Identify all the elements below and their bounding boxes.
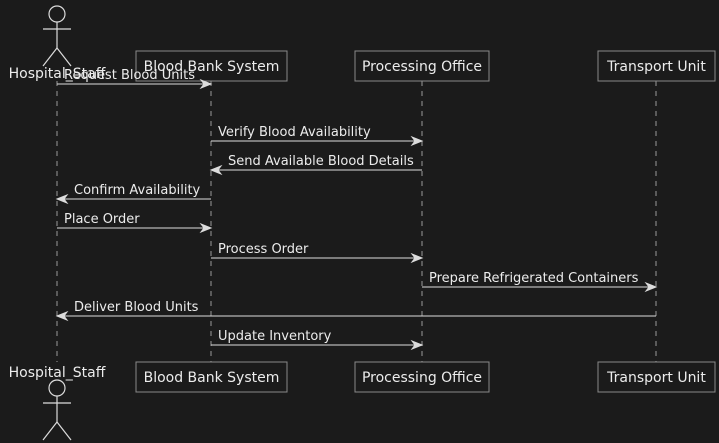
message-7: Prepare Refrigerated Containers [422,271,658,293]
message-label: Verify Blood Availability [218,125,371,140]
participant-label: Blood Bank System [144,59,280,75]
arrowhead-icon [199,222,213,234]
participant-label: Hospital_Staff [9,66,106,82]
arrowhead-icon [410,135,424,147]
participant-label: Processing Office [362,59,482,75]
message-label: Send Available Blood Details [228,154,414,169]
participant-label: Blood Bank System [144,370,280,386]
arrowhead-icon [55,310,69,322]
participant-box [597,361,716,393]
participant-box [597,50,716,82]
actor-top-hospital-staff: Hospital_Staff [9,5,106,82]
actor-right-leg [56,421,72,441]
participant-box [354,361,490,393]
actor-bottom-hospital-staff: Hospital_Staff [9,365,106,441]
message-label: Process Order [218,242,309,257]
participant-bottom-tu: Transport Unit [597,361,716,393]
message-8: Deliver Blood Units [55,300,656,322]
message-5: Place Order [57,212,213,234]
participant-box [354,50,490,82]
arrowhead-icon [410,252,424,264]
actor-left-leg [42,47,58,67]
message-1: Request Blood Units [57,68,213,90]
participant-top-po: Processing Office [354,50,490,82]
arrowhead-icon [209,164,223,176]
participant-box [135,361,288,393]
participant-top-tu: Transport Unit [597,50,716,82]
participant-label: Processing Office [362,370,482,386]
arrowhead-icon [199,78,213,90]
message-label: Deliver Blood Units [74,300,199,315]
participant-box [135,50,288,82]
participant-label: Hospital_Staff [9,365,106,381]
participant-bottom-po: Processing Office [354,361,490,393]
arrowhead-icon [55,193,69,205]
message-6: Process Order [211,242,424,264]
participant-label: Transport Unit [606,370,706,386]
actor-left-leg [42,421,58,441]
message-label: Confirm Availability [74,183,201,198]
message-label: Prepare Refrigerated Containers [429,271,639,286]
message-label: Update Inventory [218,329,332,344]
participant-label: Transport Unit [606,59,706,75]
message-label: Request Blood Units [64,68,195,83]
message-4: Confirm Availability [55,183,211,205]
actor-right-leg [56,47,72,67]
participant-bottom-bbs: Blood Bank System [135,361,288,393]
message-2: Verify Blood Availability [211,125,424,147]
participant-top-bbs: Blood Bank System [135,50,288,82]
arrowhead-icon [410,339,424,351]
message-9: Update Inventory [211,329,424,351]
arrowhead-icon [644,281,658,293]
message-label: Place Order [64,212,140,227]
message-3: Send Available Blood Details [209,154,422,176]
